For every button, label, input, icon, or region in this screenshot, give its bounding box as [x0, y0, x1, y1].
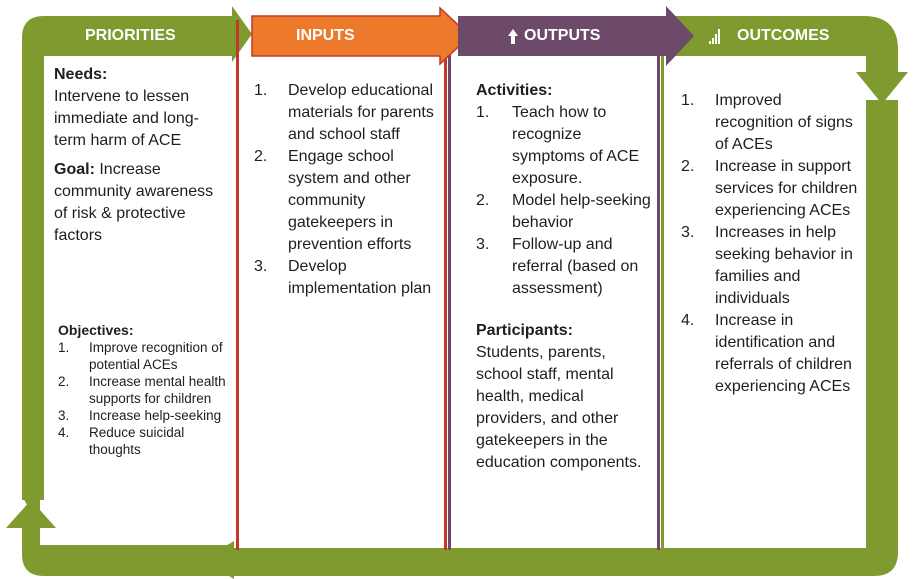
needs-label: Needs:	[54, 66, 108, 83]
item-number: 1.	[476, 104, 490, 121]
outcomes-block: 1.Improved recognition of signs of ACEs …	[681, 90, 861, 398]
item-text: Increase in identification and referrals…	[715, 312, 852, 395]
list-item: 2. Model help-seeking behavior	[476, 190, 654, 234]
activities-list: 1. Teach how to recognize symptoms of ACE…	[476, 102, 654, 300]
item-number: 1.	[681, 92, 695, 109]
item-number: 3.	[681, 224, 695, 241]
list-item: 2. Increase mental health supports for ch…	[58, 373, 230, 407]
up-arrow-icon	[508, 29, 518, 44]
bar-chart-icon	[709, 29, 720, 44]
item-number: 4.	[58, 425, 70, 440]
inputs-header-label: INPUTS	[296, 27, 355, 44]
item-number: 1.	[254, 82, 268, 99]
divider-inputs-right	[444, 20, 447, 550]
list-item: 3. Increases in help seeking behavior in …	[681, 222, 861, 310]
item-text: Increases in help seeking behavior in fa…	[715, 224, 853, 307]
cycle-frame-top-right	[664, 16, 908, 104]
item-text: Engage school system and other community…	[288, 148, 412, 253]
priorities-needs-goal: Needs: Intervene to lessen immediate and…	[54, 64, 226, 247]
outputs-header: OUTPUTS	[524, 27, 600, 45]
item-number: 2.	[681, 158, 695, 175]
item-number: 2.	[476, 192, 490, 209]
outcomes-header-label: OUTCOMES	[737, 27, 830, 44]
list-item: 1. Improve recognition of potential ACEs	[58, 339, 230, 373]
item-text: Teach how to recognize symptoms of ACE e…	[512, 104, 640, 187]
list-item: 1. Develop educational materials for pare…	[254, 80, 442, 146]
goal-text: Increase community awareness of risk & p…	[54, 161, 214, 244]
list-item: 3. Follow-up and referral (based on asses…	[476, 234, 654, 300]
cycle-frame-bottom	[202, 541, 898, 579]
priorities-header: PRIORITIES	[85, 27, 176, 45]
list-item: 2. Increase in support services for child…	[681, 156, 861, 222]
inputs-header: INPUTS	[296, 27, 355, 45]
priorities-header-label: PRIORITIES	[85, 27, 176, 44]
item-number: 3.	[254, 258, 268, 275]
item-number: 2.	[58, 374, 70, 389]
participants-label: Participants:	[476, 322, 573, 339]
item-text: Follow-up and referral (based on assessm…	[512, 236, 639, 297]
divider-outputs-left	[448, 20, 451, 550]
list-item: 3. Increase help-seeking	[58, 407, 230, 424]
objectives-block: Objectives: 1. Improve recognition of pot…	[58, 322, 230, 458]
list-item: 3. Develop implementation plan	[254, 256, 442, 300]
cycle-frame-bottom-left	[6, 496, 234, 576]
item-number: 4.	[681, 312, 695, 329]
divider-outputs-right	[657, 20, 660, 550]
inputs-block: 1. Develop educational materials for pare…	[254, 80, 442, 300]
item-text: Improve recognition of potential ACEs	[89, 340, 223, 372]
objectives-list: 1.Improve recognition of potential ACEs …	[58, 339, 230, 458]
goal-label: Goal:	[54, 161, 95, 178]
item-number: 1.	[58, 340, 70, 355]
divider-outcomes-left	[661, 20, 664, 550]
outcomes-header: OUTCOMES	[737, 27, 829, 45]
divider-inputs-left	[236, 20, 239, 550]
outputs-header-label: OUTPUTS	[524, 27, 601, 44]
activities-label: Activities:	[476, 82, 553, 99]
list-item: 4. Reduce suicidal thoughts	[58, 424, 230, 458]
item-number: 3.	[476, 236, 490, 253]
list-item: 1. Teach how to recognize symptoms of ACE…	[476, 102, 654, 190]
objectives-label: Objectives:	[58, 322, 134, 338]
outcomes-list: 1.Improved recognition of signs of ACEs …	[681, 90, 861, 398]
outputs-block: Activities: 1. Teach how to recognize sym…	[476, 80, 654, 474]
item-text: Develop implementation plan	[288, 258, 432, 297]
inputs-header-arrow	[251, 6, 472, 66]
item-text: Increase mental health supports for chil…	[89, 374, 226, 406]
item-text: Increase help-seeking	[89, 408, 222, 423]
list-item: 2. Engage school system and other communi…	[254, 146, 442, 256]
item-text: Increase in support services for childre…	[715, 158, 858, 219]
list-item: 4. Increase in identification and referra…	[681, 310, 861, 398]
item-text: Model help-seeking behavior	[512, 192, 651, 231]
cycle-frame-top-left	[22, 6, 252, 500]
inputs-list: 1. Develop educational materials for pare…	[254, 80, 442, 300]
participants-text: Students, parents, school staff, mental …	[476, 344, 642, 471]
item-number: 2.	[254, 148, 268, 165]
item-text: Reduce suicidal thoughts	[89, 425, 185, 457]
outputs-header-arrow	[458, 6, 694, 66]
item-number: 3.	[58, 408, 70, 423]
item-text: Develop educational materials for parent…	[288, 82, 434, 143]
list-item: 1. Improved recognition of signs of ACEs	[681, 90, 861, 156]
cycle-frame-right	[866, 100, 898, 548]
needs-text: Intervene to lessen immediate and long-t…	[54, 88, 199, 149]
goal-block: Goal: Increase community awareness of ri…	[54, 159, 226, 247]
item-text: Improved recognition of signs of ACEs	[715, 92, 853, 153]
